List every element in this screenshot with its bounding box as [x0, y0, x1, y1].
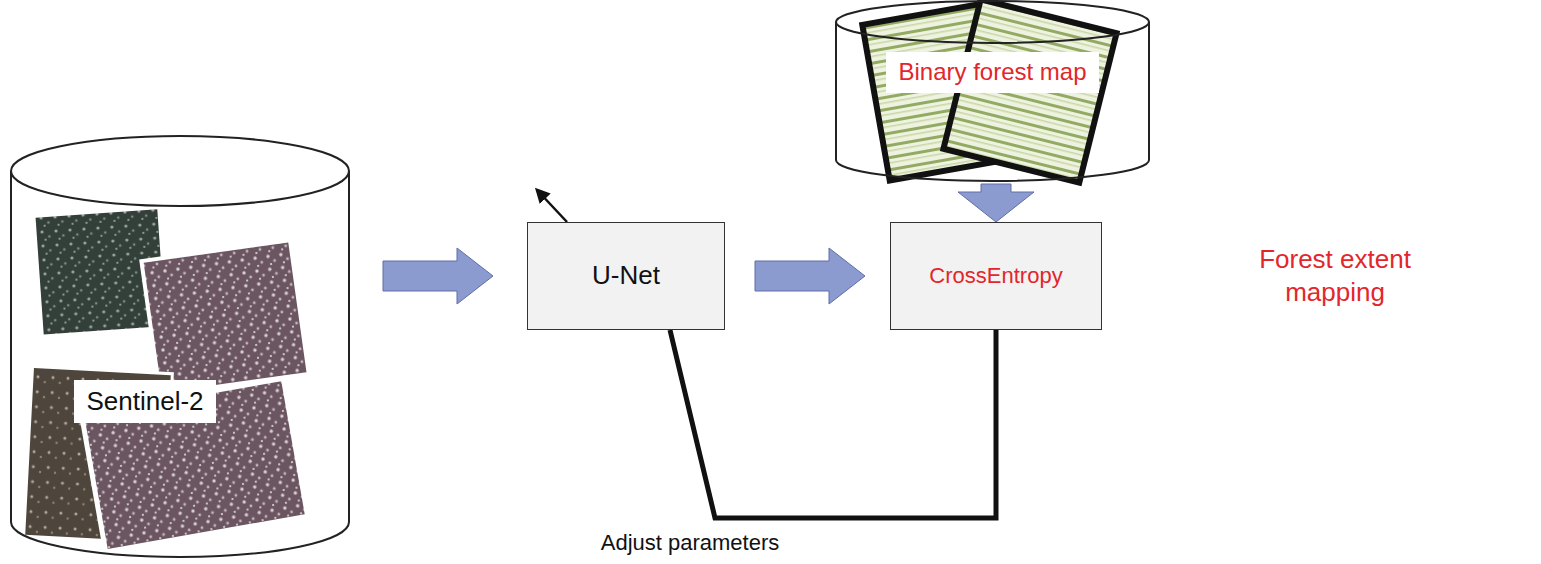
- satellite-images: [24, 208, 309, 552]
- edge-label: Adjust parameters: [570, 530, 810, 556]
- cylinder-outline: [10, 135, 350, 558]
- loss-box: CrossEntropy: [890, 222, 1102, 330]
- database-cylinder: Sentinel-2: [10, 135, 350, 558]
- update-arrow: [537, 190, 567, 222]
- process-box: U-Net: [527, 222, 725, 330]
- task-label: Forest extent mapping: [1235, 243, 1435, 308]
- node-label: CrossEntropy: [921, 263, 1070, 289]
- node-label: Binary forest map: [886, 52, 1098, 93]
- node-label: U-Net: [584, 260, 668, 291]
- flow-arrow: [958, 184, 1034, 222]
- cylinder-body: [11, 171, 349, 557]
- flow-arrow: [755, 248, 865, 304]
- flow-arrow: [383, 248, 493, 304]
- cylinder-body: [836, 22, 1149, 181]
- node-label: Sentinel-2: [74, 380, 215, 423]
- cylinder-top: [836, 1, 1149, 43]
- database-cylinder: Binary forest map: [835, 0, 1150, 182]
- cylinder-top: [11, 136, 349, 206]
- feedback-line: [670, 330, 996, 518]
- forest-map-images: [862, 0, 1116, 183]
